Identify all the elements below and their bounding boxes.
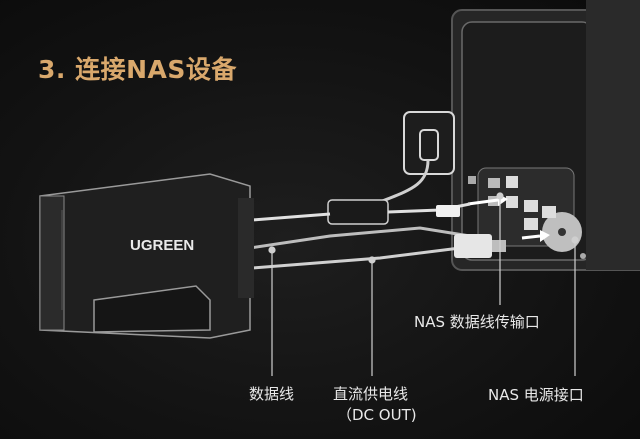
- dc-cable-sublabel: （DC OUT): [337, 406, 417, 424]
- power-adapter: [327, 199, 389, 225]
- nas-power-port-label: NAS 电源接口: [488, 386, 584, 404]
- page-title: 3. 连接NAS设备: [38, 55, 237, 84]
- data-cable: [249, 202, 471, 250]
- ugreen-enclosure: UGREEN: [39, 173, 254, 339]
- dc-cable-label: 直流供电线: [333, 385, 409, 403]
- nas-unit: [451, 0, 640, 271]
- dc-cable: [251, 234, 506, 270]
- arrow-right-icon: [521, 230, 550, 242]
- leader-lines: [268, 192, 579, 376]
- power-plug-icon: [379, 111, 455, 204]
- brand-logo: UGREEN: [130, 237, 194, 254]
- dc-connector-icon: [454, 234, 492, 258]
- usb-connector-icon: [436, 205, 460, 217]
- data-cable-label: 数据线: [249, 385, 295, 403]
- nas-data-port-label: NAS 数据线传输口: [414, 313, 540, 331]
